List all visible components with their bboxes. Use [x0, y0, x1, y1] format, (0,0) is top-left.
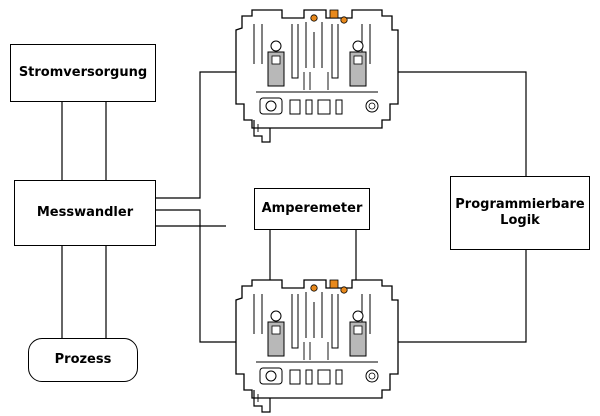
- ammeter-label: Amperemeter: [261, 200, 363, 216]
- plc-box: Programmierbare Logik: [450, 176, 590, 250]
- plc-label: Programmierbare Logik: [455, 196, 585, 228]
- process-label: Prozess: [54, 351, 112, 367]
- power-supply-label: Stromversorgung: [18, 64, 148, 80]
- terminal-block-bottom: [235, 279, 399, 413]
- wire-top-terminal-plc: [396, 71, 527, 176]
- ammeter-box: Amperemeter: [254, 188, 370, 230]
- wire-bottom-terminal-plc: [396, 250, 527, 343]
- terminal-block-top: [235, 9, 399, 143]
- wires: [61, 71, 527, 343]
- transducer-box: Messwandler: [14, 180, 156, 246]
- wire-transducer-bottom-terminal: [156, 209, 240, 343]
- process-box: Prozess: [28, 338, 138, 382]
- transducer-label: Messwandler: [36, 204, 134, 220]
- wire-transducer-top-terminal: [156, 71, 240, 199]
- power-supply-box: Stromversorgung: [10, 44, 156, 102]
